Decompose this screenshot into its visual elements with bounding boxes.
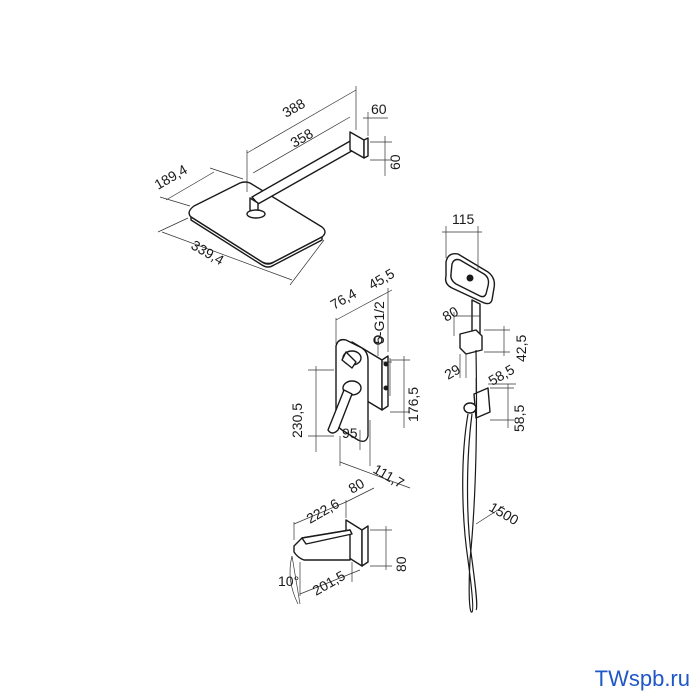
dim-head-depth: 189,4 — [152, 161, 191, 192]
mixer-connector-mid — [383, 361, 389, 367]
shower-hose-inner — [466, 413, 478, 611]
dim-arm-total: 388 — [280, 95, 308, 121]
shower-arm — [251, 139, 358, 205]
dim-spout-length: 222,6 — [304, 495, 343, 526]
dim-spout-flange: 80 — [346, 475, 368, 497]
overhead-dimension-lines — [157, 86, 392, 286]
wall-outlet-nut — [463, 402, 477, 414]
spout-top-face — [301, 529, 353, 545]
concealed-mixer — [327, 335, 389, 443]
mixer-dimension-lines — [308, 288, 411, 489]
shower-head-edge — [190, 216, 323, 268]
dim-holder-height: 42,5 — [513, 335, 529, 362]
bath-spout — [293, 519, 369, 567]
spout-flange-side — [361, 525, 369, 567]
dim-hand-head-width: 115 — [452, 211, 475, 227]
dim-flange-height: 60 — [387, 154, 403, 170]
dim-spout-angle: 10° — [278, 573, 299, 589]
dim-spout-inner: 201,5 — [310, 567, 349, 598]
dim-height-body: 176,5 — [405, 387, 421, 422]
dim-body-offset: 45,5 — [366, 265, 398, 293]
dim-height-total: 230,5 — [289, 403, 305, 438]
spout-dimension-lines — [289, 487, 392, 605]
shower-arm-flange — [349, 131, 365, 159]
mixer-lever-handle — [327, 389, 353, 434]
hand-shower-nozzles — [466, 274, 474, 282]
dim-holder-depth: 80 — [440, 303, 462, 325]
watermark-text: TWspb.ru — [594, 666, 690, 691]
dim-hose-length: 1500 — [487, 499, 522, 529]
mixer-body-side — [381, 355, 389, 411]
dim-plate-depth: 76,4 — [328, 285, 360, 313]
dim-handle-offset: 95 — [342, 425, 358, 441]
hand-shower — [444, 252, 496, 613]
dim-outlet-height: 58,5 — [511, 405, 527, 432]
shower-arm-flange-side — [363, 137, 369, 159]
dim-small-gap: 29 — [442, 361, 464, 383]
dim-body-width: 111,7 — [371, 461, 408, 491]
dim-connection: 5-G1/2 — [371, 301, 387, 344]
dim-outlet-width: 58,5 — [486, 361, 518, 389]
shower-arm-connector — [246, 209, 266, 219]
mixer-connector-low — [383, 385, 389, 391]
overhead-shower — [188, 131, 369, 268]
hand-shower-holder — [459, 329, 483, 355]
hand-shower-dimension-lines — [442, 226, 516, 525]
dim-arm-length: 358 — [288, 125, 316, 151]
mixer-diverter-stem — [341, 351, 357, 369]
dim-flange-width: 60 — [371, 101, 387, 117]
dim-spout-height: 80 — [393, 556, 409, 572]
dim-head-width: 339,4 — [189, 237, 228, 268]
shower-hose — [462, 349, 478, 613]
